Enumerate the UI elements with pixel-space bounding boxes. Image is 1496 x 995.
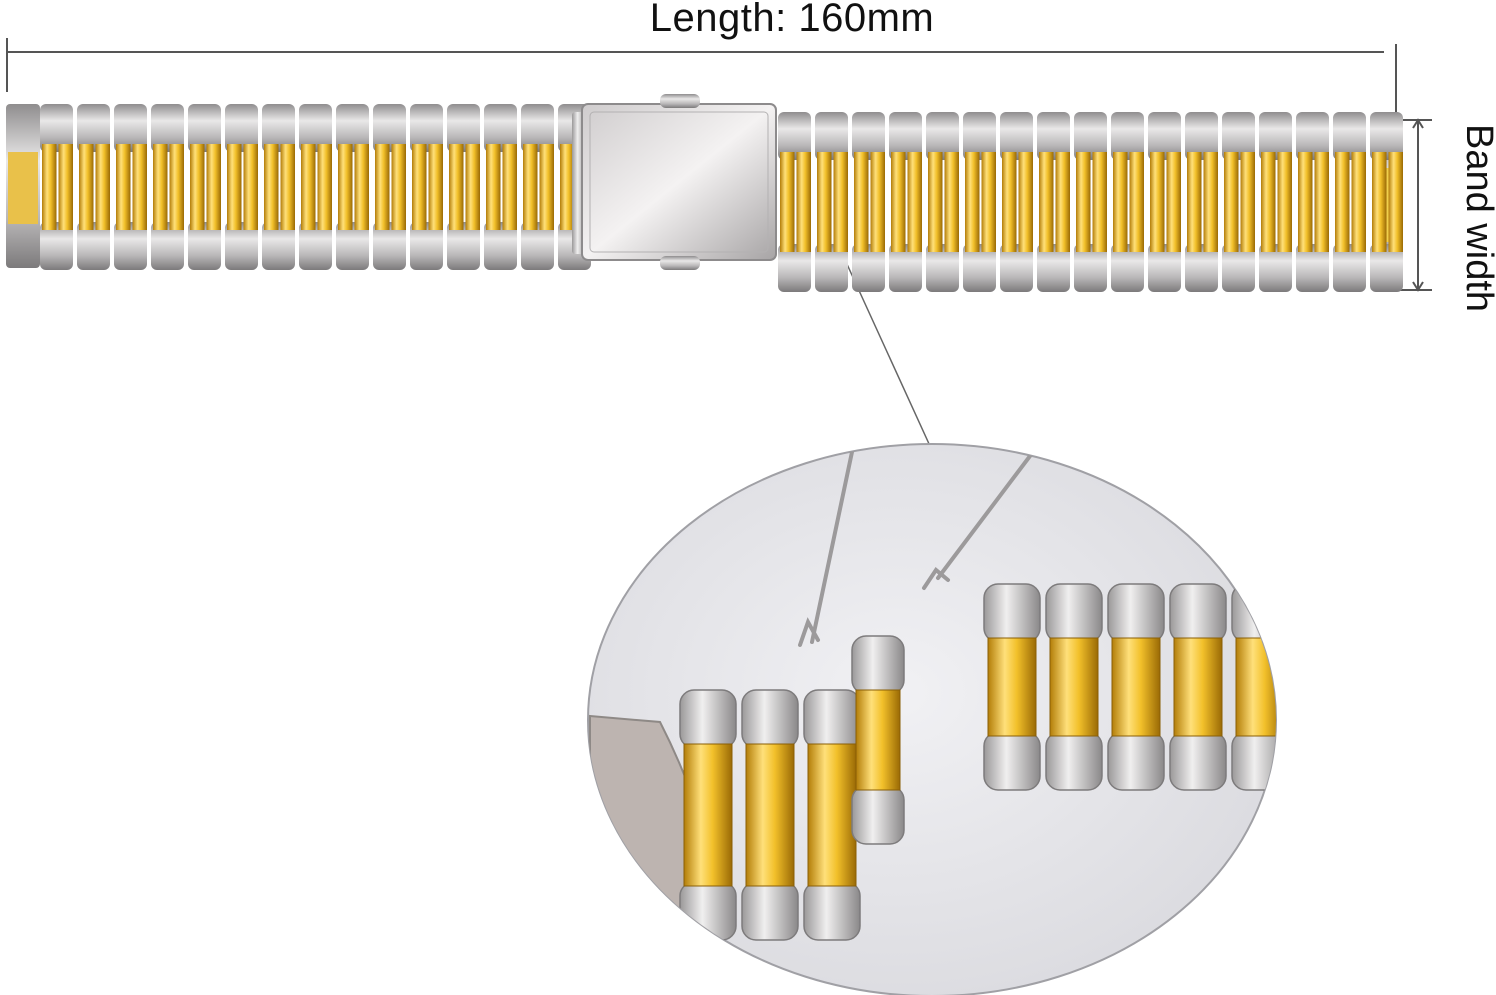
band-link: [262, 104, 295, 270]
band-link: [852, 112, 885, 292]
band-link: [77, 104, 110, 270]
zoom-link: [983, 583, 1041, 791]
zoom-link: [741, 689, 799, 941]
length-dimension-line: [6, 38, 1397, 112]
zoom-link: [851, 635, 905, 845]
band-link: [410, 104, 443, 270]
band-link: [815, 112, 848, 292]
zoom-link: [679, 689, 737, 941]
band-link: [1370, 112, 1403, 292]
band-link: [521, 104, 554, 270]
band-link: [447, 104, 480, 270]
clasp: [572, 94, 777, 270]
band-link: [778, 112, 811, 292]
band-link: [1333, 112, 1366, 292]
band-link: [151, 104, 184, 270]
band-link: [1037, 112, 1070, 292]
band-link: [188, 104, 221, 270]
band-link: [484, 104, 517, 270]
band-link: [1074, 112, 1107, 292]
band-link: [889, 112, 922, 292]
spring-pin-tools: [798, 450, 1032, 647]
band-link: [373, 104, 406, 270]
band-link: [1111, 112, 1144, 292]
band-link: [926, 112, 959, 292]
zoom-leader-line: [845, 261, 931, 447]
zoom-link: [1231, 583, 1276, 791]
band-link: [225, 104, 258, 270]
band-link: [40, 104, 73, 270]
band-link: [1222, 112, 1255, 292]
band-link: [1000, 112, 1033, 292]
length-label: Length: 160mm: [649, 0, 935, 40]
zoom-links: [679, 583, 1276, 941]
band-link: [1185, 112, 1218, 292]
band-link: [299, 104, 332, 270]
band-width-label: Band width: [1458, 123, 1496, 312]
band-end-gold-left: [8, 152, 38, 224]
zoom-inset: [587, 443, 1277, 995]
band-link: [1148, 112, 1181, 292]
band-link: [114, 104, 147, 270]
band-link: [1259, 112, 1292, 292]
zoom-link: [1169, 583, 1227, 791]
zoom-link: [1107, 583, 1165, 791]
zoom-link: [1045, 583, 1103, 791]
band-link: [1296, 112, 1329, 292]
band-link: [963, 112, 996, 292]
band-link: [336, 104, 369, 270]
